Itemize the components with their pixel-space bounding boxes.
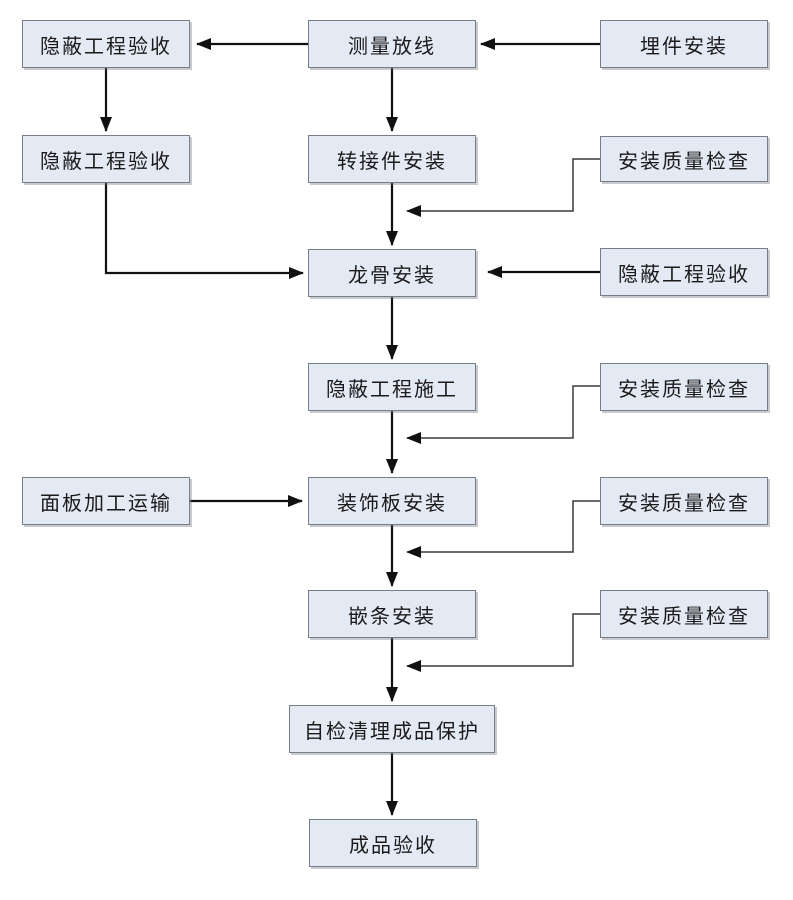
node-panel-processing: 面板加工运输 bbox=[22, 477, 190, 525]
node-keel-install: 龙骨安装 bbox=[308, 249, 476, 297]
arrow-hidden-left-to-keel bbox=[104, 183, 304, 279]
node-embed-install: 埋件安装 bbox=[600, 20, 768, 68]
node-quality-check-2: 安装质量检查 bbox=[600, 363, 768, 411]
node-adapter-install: 转接件安装 bbox=[308, 135, 476, 183]
node-trim-install: 嵌条安装 bbox=[308, 590, 476, 638]
node-decorative-panel-install: 装饰板安装 bbox=[308, 477, 476, 525]
node-survey-layout: 测量放线 bbox=[308, 20, 476, 68]
node-finished-acceptance: 成品验收 bbox=[309, 819, 477, 867]
node-self-check-protection: 自检清理成品保护 bbox=[289, 705, 495, 753]
node-hidden-acceptance-left: 隐蔽工程验收 bbox=[22, 135, 190, 183]
node-hidden-acceptance-right: 隐蔽工程验收 bbox=[600, 248, 768, 296]
node-hidden-work-construction: 隐蔽工程施工 bbox=[308, 363, 476, 411]
node-quality-check-1: 安装质量检查 bbox=[600, 136, 768, 182]
node-quality-check-3: 安装质量检查 bbox=[600, 477, 768, 525]
node-quality-check-4: 安装质量检查 bbox=[600, 590, 768, 638]
node-hidden-acceptance-top-left: 隐蔽工程验收 bbox=[22, 20, 190, 68]
